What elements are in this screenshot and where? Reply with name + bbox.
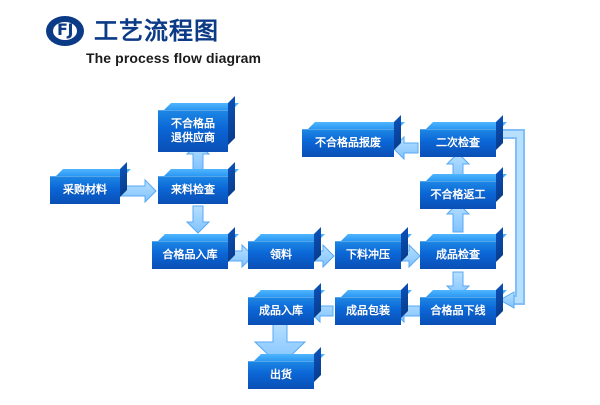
node-buy-materials: 采购材料 bbox=[50, 176, 120, 204]
connector-buy-to-inspection bbox=[120, 178, 157, 204]
node-material-issuing-label: 领料 bbox=[270, 247, 292, 261]
node-material-issuing: 领料 bbox=[248, 241, 314, 269]
logo-inner bbox=[53, 22, 77, 40]
node-ship: 出货 bbox=[248, 361, 314, 389]
node-blanking-punching-label: 下料冲压 bbox=[346, 247, 390, 261]
node-ship-label: 出货 bbox=[270, 367, 292, 381]
node-product-inspection: 成品检查 bbox=[420, 241, 496, 269]
node-second-inspection-label: 二次检查 bbox=[436, 135, 480, 149]
page-title: 工艺流程图 bbox=[94, 17, 219, 45]
node-qualified-offline: 合格品下线 bbox=[420, 297, 496, 325]
node-scrap-label: 不合格品报废 bbox=[315, 135, 381, 149]
logo-text: FJ bbox=[57, 20, 73, 39]
node-product-packing-label: 成品包装 bbox=[346, 303, 390, 317]
node-blanking-punching: 下料冲压 bbox=[335, 241, 401, 269]
node-return-supplier-line2: 退供应商 bbox=[171, 130, 215, 144]
node-incoming-inspection-label: 来料检查 bbox=[171, 182, 215, 196]
node-qualified-warehouse-in: 合格品入库 bbox=[152, 241, 228, 269]
company-logo: FJ bbox=[46, 16, 84, 46]
node-return-supplier-line1: 不合格品 bbox=[171, 117, 215, 131]
node-scrap: 不合格品报废 bbox=[302, 129, 394, 157]
connector-issuing-to-punching bbox=[313, 243, 335, 269]
connector-inspection-to-warehouse bbox=[185, 205, 211, 234]
node-product-warehouse-in: 成品入库 bbox=[248, 297, 314, 325]
page-subtitle: The process flow diagram bbox=[86, 50, 262, 66]
node-incoming-inspection: 来料检查 bbox=[158, 176, 228, 204]
node-rework-label: 不合格返工 bbox=[430, 187, 486, 201]
node-product-packing: 成品包装 bbox=[335, 297, 401, 325]
node-rework: 不合格返工 bbox=[420, 181, 496, 209]
node-product-inspection-label: 成品检查 bbox=[436, 247, 480, 261]
node-qualified-warehouse-in-label: 合格品入库 bbox=[162, 247, 218, 261]
node-qualified-offline-label: 合格品下线 bbox=[430, 303, 486, 317]
node-buy-materials-label: 采购材料 bbox=[63, 182, 107, 196]
node-return-supplier: 不合格品 退供应商 bbox=[158, 110, 228, 152]
brand-header: FJ 工艺流程图 bbox=[46, 16, 219, 46]
node-product-warehouse-in-label: 成品入库 bbox=[259, 303, 303, 317]
connector-second-inspection-loop-inner bbox=[498, 131, 523, 303]
node-second-inspection: 二次检查 bbox=[420, 129, 496, 157]
connector-loop-arrowhead bbox=[498, 291, 515, 309]
